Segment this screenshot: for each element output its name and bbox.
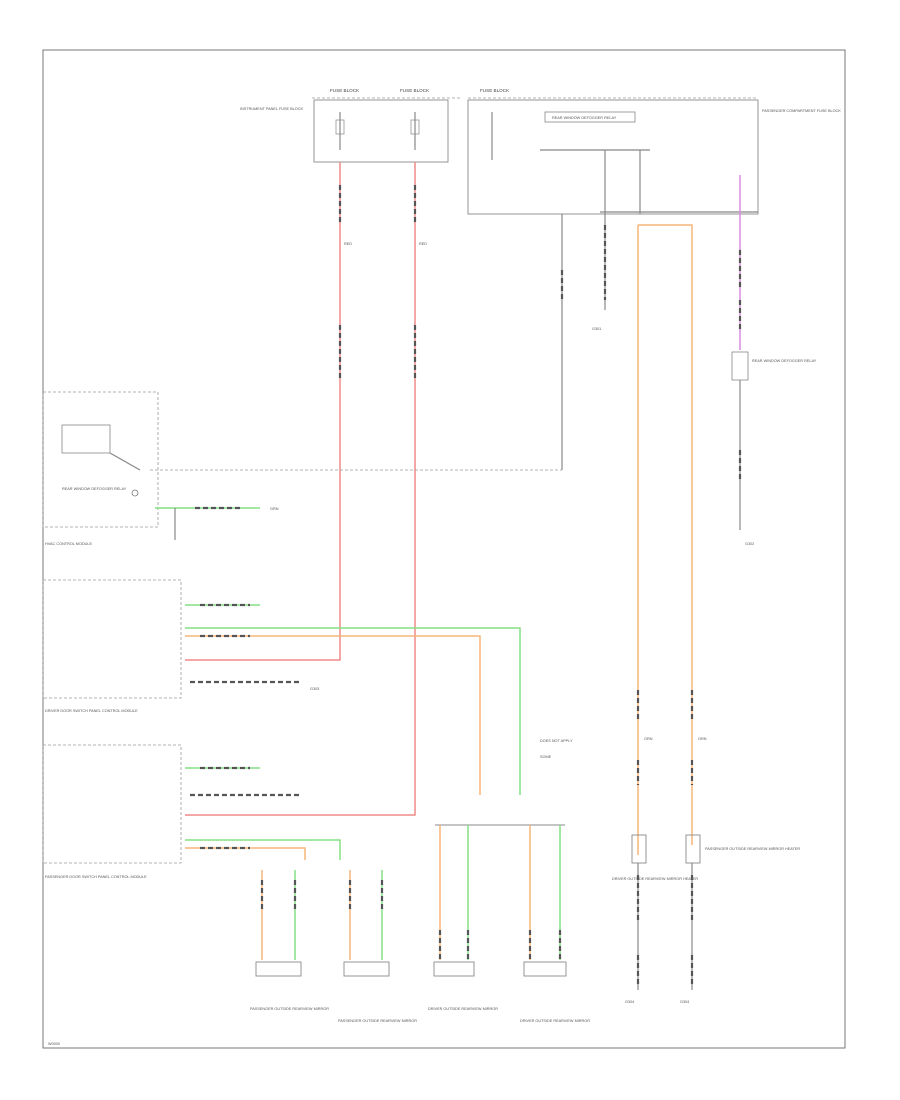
defogger-label: REAR WINDOW DEFOGGER RELAY <box>752 359 817 363</box>
hvac-connector-label: GRN <box>270 507 279 511</box>
fuse-block-left: FUSE BLOCK FUSE BLOCK INSTRUMENT PANEL F… <box>240 88 462 163</box>
legend-item-1: DOES NOT APPLY <box>540 739 573 743</box>
driver-mirror-heater <box>631 834 647 864</box>
ground-label-g301: G301 <box>592 327 601 331</box>
hvac-label: HVAC CONTROL MODULE <box>45 542 93 546</box>
code-red-1: RED <box>344 242 352 246</box>
hvac-switch-label: REAR WINDOW DEFOGGER RELAY <box>62 487 127 491</box>
ground-label-g304b: G304 <box>680 1000 689 1004</box>
code-orn-2: ORN <box>698 737 707 741</box>
fuse-block-right: FUSE BLOCK PASSENGER COMPARTMENT FUSE BL… <box>467 88 841 215</box>
code-red-2: RED <box>419 242 427 246</box>
defogger-element <box>731 351 749 381</box>
wire-orange-right-2 <box>638 224 693 845</box>
page-code: W0000 <box>48 1042 60 1046</box>
fuse-label-3: FUSE BLOCK <box>480 88 510 93</box>
bottom-label-1: PASSENGER OUTSIDE REARVIEW MIRROR <box>250 1007 329 1011</box>
relay-label: REAR WINDOW DEFOGGER RELAY <box>552 116 617 120</box>
code-orn-1: ORN <box>644 737 653 741</box>
bottom-dark-segments <box>260 880 562 960</box>
mirror-box-3 <box>433 961 475 977</box>
driver-door-switch-panel: DRIVER DOOR SWITCH PANEL CONTROL MODULE … <box>42 579 521 795</box>
fuse-label-1: FUSE BLOCK <box>330 88 360 93</box>
right-label-1: DRIVER OUTSIDE REARVIEW MIRROR HEATER <box>612 877 698 881</box>
hvac-control-module: HVAC CONTROL MODULE REAR WINDOW DEFOGGER… <box>42 391 279 546</box>
bottom-label-4: DRIVER OUTSIDE REARVIEW MIRROR <box>520 1019 590 1023</box>
right-label-2: PASSENGER OUTSIDE REARVIEW MIRROR HEATER <box>705 847 800 851</box>
ground-label-g302: G302 <box>745 542 754 546</box>
mirror-box-1 <box>255 961 302 977</box>
legend-item-2: SOME <box>540 755 552 759</box>
ground-label-g304: G304 <box>625 1000 634 1004</box>
driver-panel-label: DRIVER DOOR SWITCH PANEL CONTROL MODULE <box>45 709 138 713</box>
wire-red-2 <box>185 162 416 816</box>
fuse-label-2: FUSE BLOCK <box>400 88 430 93</box>
legend: DOES NOT APPLY SOME <box>540 739 573 759</box>
passenger-door-switch-panel: PASSENGER DOOR SWITCH PANEL CONTROL MODU… <box>42 744 341 879</box>
passenger-fuse-note: PASSENGER COMPARTMENT FUSE BLOCK <box>762 109 841 113</box>
mirror-box-4 <box>523 961 567 977</box>
ip-fuse-note: INSTRUMENT PANEL FUSE BLOCK <box>240 107 303 111</box>
wire-red-1 <box>185 162 341 661</box>
diagram-frame <box>42 49 846 1049</box>
mirror-box-2 <box>343 961 390 977</box>
passenger-panel-label: PASSENGER DOOR SWITCH PANEL CONTROL MODU… <box>45 875 147 879</box>
bottom-label-2: PASSENGER OUTSIDE REARVIEW MIRROR <box>338 1019 417 1023</box>
bottom-label-3: DRIVER OUTSIDE REARVIEW MIRROR <box>428 1007 498 1011</box>
passenger-mirror-heater <box>685 834 701 864</box>
ground-label-g303: G303 <box>310 687 319 691</box>
